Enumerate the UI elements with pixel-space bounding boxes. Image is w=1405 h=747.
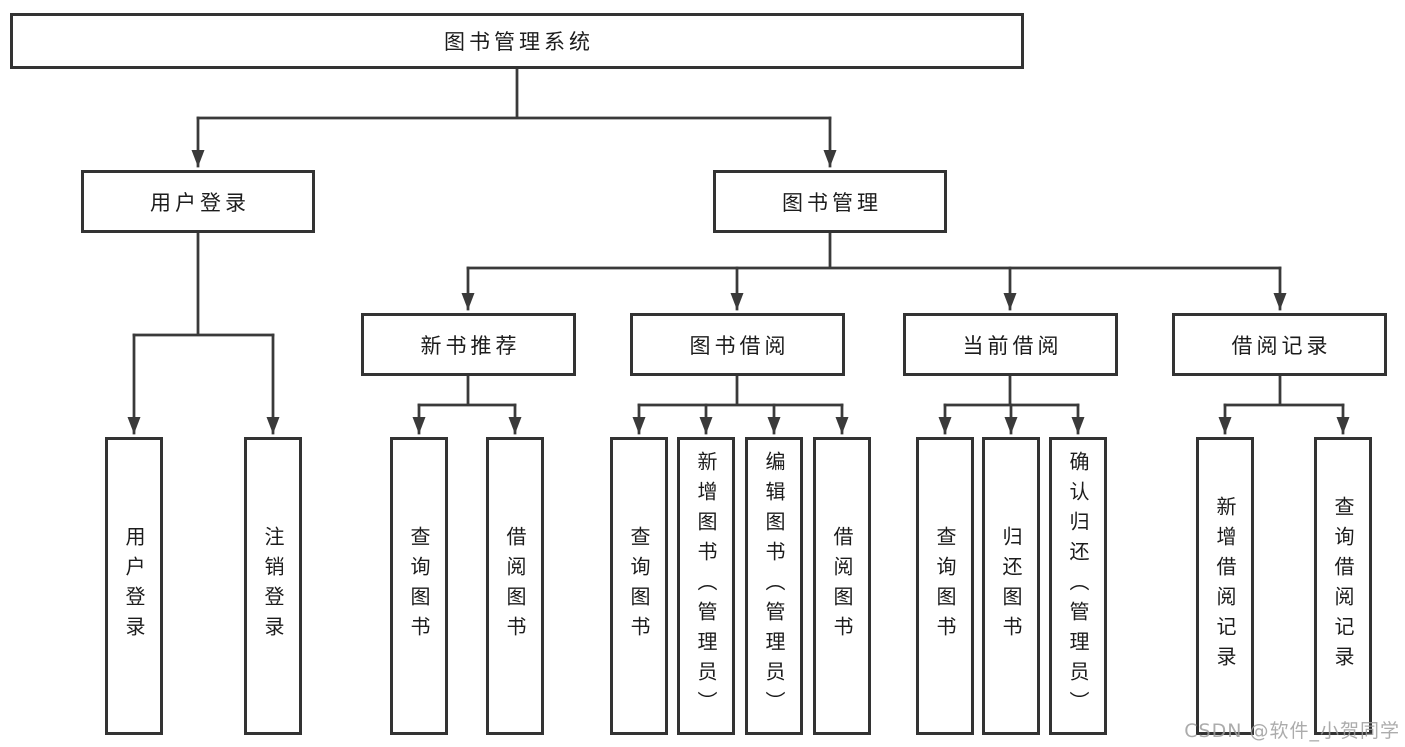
edge-borrowrecords-rail	[1223, 374, 1345, 407]
node-book-borrowing-label: 图书借阅	[689, 333, 790, 358]
node-current-borrowing-label: 当前借阅	[962, 333, 1063, 358]
edge-currentborrow-rail	[943, 374, 1080, 407]
node-new-book-recommend-label: 新书推荐	[420, 333, 521, 358]
leaf-query-books-borrowing: 查询图书	[610, 437, 668, 735]
node-borrow-records-label: 借阅记录	[1231, 333, 1332, 358]
leaf-edit-book-admin-label: 编辑图书（管理员）	[762, 451, 786, 721]
edge-bookmgmt-rail	[466, 231, 1282, 270]
leaf-return-book-label: 归还图书	[999, 526, 1023, 646]
node-book-management: 图书管理	[713, 170, 947, 233]
edge-root-rail	[196, 67, 832, 120]
leaf-query-borrow-record-label: 查询借阅记录	[1331, 496, 1355, 676]
leaf-add-book-admin-label: 新增图书（管理员）	[694, 451, 718, 721]
leaf-borrow-books-recommend-label: 借阅图书	[503, 526, 527, 646]
leaf-query-books-borrowing-label: 查询图书	[627, 526, 651, 646]
leaf-user-login-label: 用户登录	[122, 526, 146, 646]
leaf-edit-book-admin: 编辑图书（管理员）	[745, 437, 803, 735]
edge-userlogin-rail	[132, 231, 275, 337]
leaf-confirm-return-admin-label: 确认归还（管理员）	[1066, 451, 1090, 721]
leaf-add-borrow-record-label: 新增借阅记录	[1213, 496, 1237, 676]
leaf-add-book-admin: 新增图书（管理员）	[677, 437, 735, 735]
leaf-add-borrow-record: 新增借阅记录	[1196, 437, 1254, 735]
node-book-management-label: 图书管理	[782, 190, 882, 215]
edge-bookborrow-rail	[637, 374, 844, 407]
leaf-return-book: 归还图书	[982, 437, 1040, 735]
leaf-borrow-books-recommend: 借阅图书	[486, 437, 544, 735]
edge-newbooks-rail	[417, 374, 517, 407]
leaf-query-books-recommend: 查询图书	[390, 437, 448, 735]
leaf-logout-label: 注销登录	[261, 526, 285, 646]
leaf-confirm-return-admin: 确认归还（管理员）	[1049, 437, 1107, 735]
node-user-login-branch: 用户登录	[81, 170, 315, 233]
leaf-query-books-recommend-label: 查询图书	[407, 526, 431, 646]
node-book-borrowing: 图书借阅	[630, 313, 845, 376]
leaf-logout: 注销登录	[244, 437, 302, 735]
csdn-watermark: CSDN @软件_小贺同学	[1184, 720, 1400, 742]
leaf-query-books-current-label: 查询图书	[933, 526, 957, 646]
leaf-user-login: 用户登录	[105, 437, 163, 735]
leaf-query-borrow-record: 查询借阅记录	[1314, 437, 1372, 735]
node-current-borrowing: 当前借阅	[903, 313, 1118, 376]
node-root-system: 图书管理系统	[10, 13, 1024, 69]
leaf-borrow-books-borrowing: 借阅图书	[813, 437, 871, 735]
node-new-book-recommend: 新书推荐	[361, 313, 576, 376]
leaf-borrow-books-borrowing-label: 借阅图书	[830, 526, 854, 646]
node-root-label: 图书管理系统	[444, 30, 594, 54]
node-user-login-branch-label: 用户登录	[150, 190, 250, 215]
leaf-query-books-current: 查询图书	[916, 437, 974, 735]
node-borrow-records: 借阅记录	[1172, 313, 1387, 376]
